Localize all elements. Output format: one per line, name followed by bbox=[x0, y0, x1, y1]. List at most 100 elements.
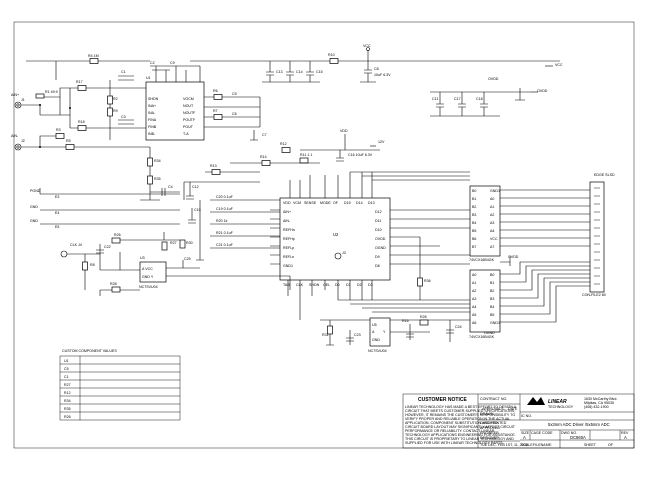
u1-pin: POUTF bbox=[183, 118, 196, 122]
u2-pin: D9 bbox=[375, 255, 380, 259]
label-ain-minus: AIN- bbox=[11, 134, 19, 138]
svg-text:C2: C2 bbox=[150, 61, 155, 65]
svg-text:E3: E3 bbox=[55, 195, 59, 199]
svg-text:C25: C25 bbox=[184, 257, 191, 261]
svg-text:Milpitas, CA 95035: Milpitas, CA 95035 bbox=[584, 401, 614, 405]
net-ovdd-right: OVDD bbox=[537, 89, 548, 93]
svg-text:R10: R10 bbox=[328, 53, 335, 57]
table-row: R12 bbox=[64, 391, 71, 395]
svg-text:A3: A3 bbox=[490, 221, 494, 225]
svg-text:A2: A2 bbox=[472, 289, 476, 293]
svg-text:Y: Y bbox=[383, 330, 386, 334]
notice-line: VERIFY PROPER AND RELIABLE OPERATION IN … bbox=[405, 417, 510, 421]
connector-top: EDGE SLSD bbox=[594, 173, 615, 177]
u2-pin: D12 bbox=[375, 210, 382, 214]
svg-text:B4: B4 bbox=[472, 221, 476, 225]
svg-text:C15: C15 bbox=[316, 70, 323, 74]
svg-text:R16: R16 bbox=[402, 319, 409, 323]
u2-pin: D11 bbox=[375, 219, 381, 223]
u2-pin: OF bbox=[333, 201, 339, 205]
svg-text:A: A bbox=[372, 330, 375, 334]
svg-text:B3: B3 bbox=[490, 297, 494, 301]
svg-text:C23: C23 bbox=[354, 333, 361, 337]
svg-text:C12: C12 bbox=[192, 185, 199, 189]
u2-pin: D13 bbox=[368, 201, 375, 205]
svg-text:R30: R30 bbox=[186, 241, 193, 245]
svg-text:R36: R36 bbox=[424, 279, 431, 283]
svg-text:R5: R5 bbox=[66, 139, 71, 143]
svg-text:C21 0.1uF: C21 0.1uF bbox=[216, 243, 234, 247]
svg-text:C6: C6 bbox=[232, 112, 237, 116]
svg-text:B7: B7 bbox=[472, 245, 476, 249]
u2-pin: D0 bbox=[335, 283, 340, 287]
svg-text:TECHNOLOGY: TECHNOLOGY bbox=[548, 405, 574, 409]
date-label: DATE bbox=[508, 407, 518, 411]
svg-text:SCALE: SCALE bbox=[521, 443, 533, 447]
u1-pin: INA- bbox=[148, 111, 156, 115]
svg-text:C14: C14 bbox=[296, 70, 303, 74]
svg-text:E5: E5 bbox=[55, 225, 59, 229]
u1-pin: VOCM bbox=[183, 97, 194, 101]
svg-text:R35: R35 bbox=[154, 177, 161, 181]
svg-text:C7: C7 bbox=[262, 133, 267, 137]
buffer1-label: 74VCX16B4GK bbox=[469, 258, 495, 262]
svg-text:R6: R6 bbox=[213, 89, 218, 93]
u2-pin: AIN+ bbox=[283, 210, 291, 214]
u1-pin: POUT bbox=[183, 125, 194, 129]
net-12v: 12V bbox=[378, 140, 385, 144]
svg-text:C24: C24 bbox=[455, 325, 462, 329]
svg-text:A VCC: A VCC bbox=[142, 267, 153, 271]
drawn-label: DRAWN bbox=[480, 412, 494, 416]
svg-text:A0: A0 bbox=[472, 273, 476, 277]
svg-text:B6: B6 bbox=[472, 237, 476, 241]
svg-text:SHEET: SHEET bbox=[584, 443, 597, 447]
svg-text:R27: R27 bbox=[170, 241, 177, 245]
svg-text:C3: C3 bbox=[121, 115, 126, 119]
table-row: R26 bbox=[64, 415, 71, 419]
u2-pin: VDD bbox=[283, 201, 291, 205]
svg-text:C10: C10 bbox=[194, 208, 201, 212]
reference-section: VDD 12V C16 10uF 6.3V R12 R11 1 1 R14 R1… bbox=[179, 129, 385, 261]
svg-text:1630 McCarthy Blvd.: 1630 McCarthy Blvd. bbox=[584, 397, 617, 401]
u2-pin: D3 bbox=[368, 283, 373, 287]
net-vcc-top: VCC bbox=[363, 44, 371, 48]
u1-pin: NOUTF bbox=[183, 111, 196, 115]
svg-text:A1: A1 bbox=[472, 281, 476, 285]
svg-text:R34: R34 bbox=[154, 159, 161, 163]
svg-text:A4: A4 bbox=[472, 305, 476, 309]
designer-label: DESIGNER bbox=[480, 436, 499, 440]
notice-line: LINEAR TECHNOLOGY HAS MADE A BEST EFFORT… bbox=[405, 405, 517, 409]
svg-text:R26: R26 bbox=[114, 233, 121, 237]
svg-text:CAGE CODE: CAGE CODE bbox=[531, 431, 553, 435]
svg-text:R26: R26 bbox=[420, 315, 427, 319]
rev-value: A bbox=[624, 435, 627, 440]
notice-line: APPLICATION. COMPONENT SUBSTITUTION AND … bbox=[405, 421, 507, 425]
table-row: C1 bbox=[64, 375, 69, 379]
svg-text:GND1: GND1 bbox=[490, 189, 500, 193]
svg-text:B2: B2 bbox=[490, 289, 494, 293]
table-row: R35 bbox=[64, 407, 71, 411]
svg-text:B2: B2 bbox=[472, 205, 476, 209]
svg-text:B0: B0 bbox=[490, 273, 494, 277]
u2-pin: MODE bbox=[320, 201, 331, 205]
svg-text:A4: A4 bbox=[490, 229, 494, 233]
clock-section: PGND GND GND E3 E4 E5 CLK J4 R8 C22 R26 … bbox=[30, 188, 291, 296]
svg-text:C4: C4 bbox=[168, 185, 173, 189]
svg-text:VCC: VCC bbox=[490, 237, 498, 241]
dwg-no: DC860A bbox=[570, 435, 586, 440]
svg-text:C9: C9 bbox=[170, 61, 175, 65]
net-gnd-b: GND bbox=[30, 219, 38, 223]
svg-text:R9: R9 bbox=[113, 109, 118, 113]
svg-text:U3: U3 bbox=[140, 256, 145, 260]
drawing-title: 5x3mm ADC Driver /5x5mm ADC bbox=[548, 422, 610, 427]
svg-text:R13: R13 bbox=[210, 164, 217, 168]
svg-text:R28: R28 bbox=[110, 282, 117, 286]
u2-ref: U2 bbox=[333, 232, 339, 237]
table-row: U1 bbox=[64, 359, 69, 363]
table-row: C5 bbox=[64, 367, 69, 371]
svg-text:C22: C22 bbox=[104, 245, 111, 249]
u2-adc: U2 VDD VCM SENSE MODE OF D15 D14 D13 AIN… bbox=[270, 171, 470, 320]
svg-text:R17: R17 bbox=[76, 80, 83, 84]
notice-line: CIRCUIT BOARD LAYOUT MAY SIGNIFICANTLY A… bbox=[405, 425, 516, 429]
svg-text:B5: B5 bbox=[472, 229, 476, 233]
